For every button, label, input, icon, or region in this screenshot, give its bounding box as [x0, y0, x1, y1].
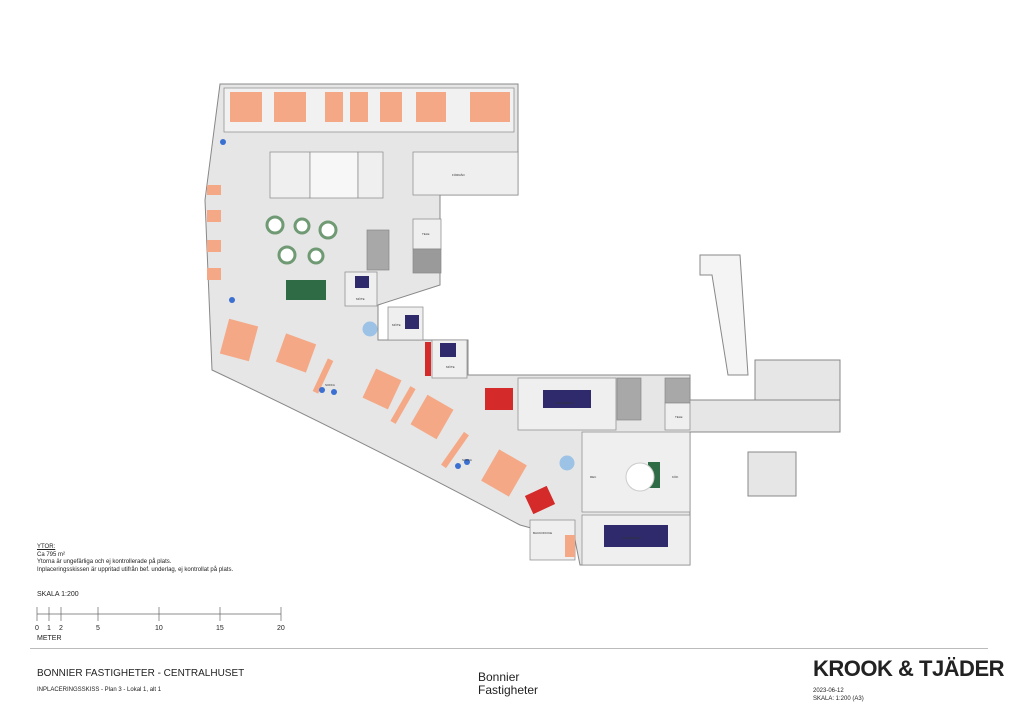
drawing-scale: SKALA: 1:200 (A3) — [813, 696, 864, 702]
svg-text:TELE: TELE — [675, 415, 683, 419]
svg-text:MÖTE: MÖTE — [446, 365, 455, 369]
firm-logo: KROOK & TJÄDER — [813, 656, 1005, 681]
notes-line1: Ytorna är ungefärliga och ej kontrollera… — [37, 559, 172, 565]
area-notes: YTOR: Ca 795 m² Ytorna är ungefärliga oc… — [37, 544, 233, 574]
floor-plan: FÖRRÅD TELE TELE MÖTE MÖTE MÖTE KONFEREN… — [36, 83, 841, 621]
drawing-info: 2023-06-12 SKALA: 1:200 (A3) — [813, 687, 864, 703]
scale-bar — [36, 607, 282, 621]
svg-text:SOFFA: SOFFA — [462, 458, 472, 462]
blue-chairs — [220, 139, 470, 469]
scale-tick: 1 — [47, 625, 51, 632]
notes-line2: Inplaceringsskissen är uppritad utifrån … — [37, 566, 234, 573]
notes-area: Ca 795 m² — [37, 551, 66, 558]
logo-line1: Bonnier — [478, 670, 520, 684]
svg-text:SOFFA: SOFFA — [325, 383, 335, 387]
svg-text:KONFERENS: KONFERENS — [622, 536, 641, 540]
drawing-date: 2023-06-12 — [813, 688, 844, 694]
svg-text:TELE: TELE — [422, 232, 430, 236]
logo-line2: Fastigheter — [478, 683, 539, 697]
scale-tick: 20 — [277, 625, 285, 632]
svg-text:REC: REC — [590, 475, 597, 479]
footer-divider — [30, 648, 988, 649]
svg-text:BACKOFFICE: BACKOFFICE — [533, 531, 552, 535]
scale-unit: METER — [37, 635, 62, 642]
round-tables — [265, 215, 655, 492]
scale-title: SKALA 1:200 — [37, 591, 79, 598]
svg-text:KÖK: KÖK — [672, 475, 678, 479]
scale-tick: 2 — [59, 625, 63, 632]
bonnier-logo: Bonnier Fastigheter — [478, 671, 538, 697]
project-subtitle: INPLACERINGSSKISS - Plan 3 - Lokal 1, al… — [37, 687, 162, 693]
svg-text:MÖTE: MÖTE — [392, 323, 401, 327]
svg-text:MÖTE: MÖTE — [356, 297, 365, 301]
scale-tick: 0 — [35, 625, 39, 632]
svg-text:FÖRRÅD: FÖRRÅD — [452, 172, 466, 177]
desk-clusters — [207, 92, 575, 557]
svg-text:KONFERENS: KONFERENS — [555, 401, 574, 405]
scale-tick: 5 — [96, 625, 100, 632]
room-labels: FÖRRÅD TELE TELE MÖTE MÖTE MÖTE KONFEREN… — [325, 172, 683, 540]
rooms — [223, 87, 691, 566]
notes-heading: YTOR: — [37, 544, 56, 550]
scale-tick: 15 — [216, 625, 224, 632]
scale-tick: 10 — [155, 625, 163, 632]
project-title: BONNIER FASTIGHETER - CENTRALHUSET — [37, 668, 245, 679]
